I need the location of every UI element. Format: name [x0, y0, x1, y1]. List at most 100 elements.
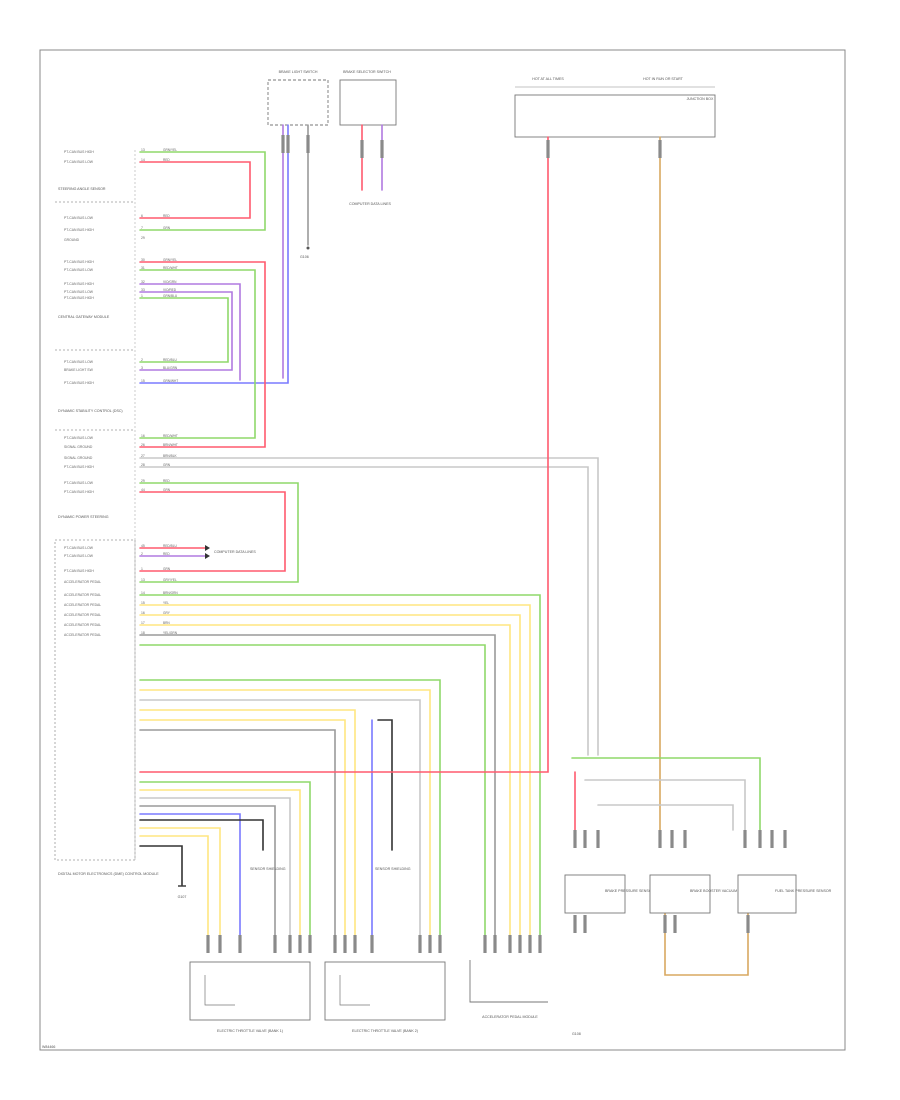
wire-throttle1-5 — [139, 827, 221, 936]
pin-function-label: SIGNAL GROUND — [64, 456, 93, 460]
wire-throttle1-4 — [139, 805, 276, 936]
connector-stub — [493, 935, 497, 953]
pin-number: 13 — [141, 148, 145, 152]
connector-stub — [380, 140, 384, 158]
wire-gray-dps-1 — [139, 457, 599, 756]
throttle-bank2-box — [324, 961, 446, 1021]
pin-number: 30 — [141, 258, 145, 262]
brake-light-switch-box — [267, 79, 329, 126]
throttle1-motor-symbol — [204, 975, 235, 1006]
fuel-tank-pressure-box — [737, 874, 797, 914]
wire-color-code: GRY — [163, 611, 171, 615]
fuel-tank-pressure-label: FUEL TANK PRESSURE SENSOR — [775, 889, 832, 893]
pin-function-label: PT-CAN BUS LOW — [64, 554, 94, 558]
pin-function-label: PT-CAN BUS HIGH — [64, 490, 94, 494]
connector-stub — [596, 830, 600, 848]
wire-red-dps — [139, 491, 286, 572]
wire-color-code: BRN/BLK — [163, 454, 178, 458]
pin-function-label: ACCELERATOR PEDAL — [64, 633, 101, 637]
wire-color-code: VIO/RED — [163, 288, 177, 292]
wire-color-code: GRN — [163, 226, 171, 230]
wire-throttle1-shield — [139, 819, 264, 851]
pin-number: 45 — [141, 544, 145, 548]
wire-throttle1-1 — [139, 781, 311, 936]
pin-number: 28 — [141, 463, 145, 467]
wire-red-cg — [139, 261, 266, 448]
wire-throttle1-3 — [139, 797, 291, 936]
connector-stub — [683, 830, 687, 848]
pin-number: 16 — [141, 611, 145, 615]
wire-color-code: YEL/GRN — [163, 631, 178, 635]
wire-sensor-gray-2 — [597, 804, 734, 831]
fuse-block-left-label: HOT AT ALL TIMES — [532, 77, 564, 81]
wire-throttle1-6 — [139, 835, 209, 936]
wire-gray-acc-6 — [139, 644, 486, 936]
throttle-bank2-label: ELECTRIC THROTTLE VALVE (BANK 2) — [352, 1029, 418, 1033]
fuse-block — [514, 94, 716, 138]
wire-color-code: RED/BLU — [163, 358, 178, 362]
computer-data-lines-2-label: COMPUTER DATA LINES — [214, 550, 256, 554]
pin-number: 3 — [141, 366, 143, 370]
wire-color-code: RED — [163, 158, 170, 162]
page-code: W84466 — [42, 1045, 55, 1049]
wire-color-code: BRN — [163, 621, 170, 625]
wire-color-code: GRN/BLU — [163, 294, 178, 298]
wire-color-code: RED — [163, 479, 170, 483]
pin-number: 15 — [141, 379, 145, 383]
wire-green-1 — [139, 151, 266, 231]
pin-function-label: PT-CAN BUS HIGH — [64, 282, 94, 286]
wire-color-code: GRN — [163, 567, 171, 571]
pin-function-label: PT-CAN BUS HIGH — [64, 150, 94, 154]
wire-purple-cg — [139, 283, 241, 381]
wire-sensor-green-top — [571, 757, 761, 831]
wire-throttle2-5 — [139, 719, 346, 936]
connector-stub — [370, 935, 374, 953]
wire-color-code: RED — [163, 214, 170, 218]
wire-green-dps — [139, 482, 299, 583]
throttle-bank1-box — [189, 961, 311, 1021]
wire-color-code: BLU/GRN — [163, 366, 178, 370]
connector-stub — [483, 935, 487, 953]
pin-function-label: PT-CAN BUS LOW — [64, 436, 94, 440]
pin-function-label: PT-CAN BUS HIGH — [64, 260, 94, 264]
dynamic-stability-label: DYNAMIC STABILITY CONTROL (DSC) — [58, 409, 123, 413]
pin-function-label: GROUND — [64, 238, 80, 242]
connector-stub — [288, 935, 292, 953]
wire-green2-cg — [139, 297, 229, 363]
connector-stub — [286, 135, 290, 153]
connector-stub — [218, 935, 222, 953]
throttle2-motor-symbol — [339, 975, 370, 1006]
pin-function-label: PT-CAN BUS LOW — [64, 481, 94, 485]
connector-stub — [583, 830, 587, 848]
accelerator-pedal-label: ACCELERATOR PEDAL MODULE — [482, 1015, 538, 1019]
wire-throttle2-4 — [139, 709, 356, 936]
connector-stub — [673, 915, 677, 933]
wire-color-code: GRN/YEL — [163, 258, 177, 262]
sensor-shielding-1-label: SENSOR SHIELDING — [250, 867, 286, 871]
connector-stub — [663, 915, 667, 933]
pin-function-label: PT-CAN BUS HIGH — [64, 381, 94, 385]
wire-red-fuse — [139, 136, 549, 773]
wire-throttle2-shield — [377, 719, 393, 851]
pin-number: 31 — [141, 266, 145, 270]
pin-function-label: PT-CAN BUS HIGH — [64, 228, 94, 232]
pin-function-label: PT-CAN BUS LOW — [64, 268, 94, 272]
wire-throttle2-1 — [139, 679, 441, 936]
wire-throttle1-2 — [139, 789, 301, 936]
pin-number: 26 — [141, 443, 145, 447]
pin-function-label: PT-CAN BUS LOW — [64, 546, 94, 550]
ground-brake-label: G106 — [300, 255, 309, 259]
connector-stub — [573, 830, 577, 848]
ground-switch-label: COMPUTER DATA LINES — [349, 202, 391, 206]
connector-stub — [438, 935, 442, 953]
pin-number: 33 — [141, 288, 145, 292]
wire-orange-bottom — [664, 911, 749, 976]
connector-stub — [770, 830, 774, 848]
pin-number: 1 — [141, 294, 143, 298]
pin-function-label: PT-CAN BUS LOW — [64, 160, 94, 164]
connector-stub — [658, 830, 662, 848]
pin-function-label: ACCELERATOR PEDAL — [64, 623, 101, 627]
steering-angle-sensor-label: STEERING ANGLE SENSOR — [58, 187, 106, 191]
